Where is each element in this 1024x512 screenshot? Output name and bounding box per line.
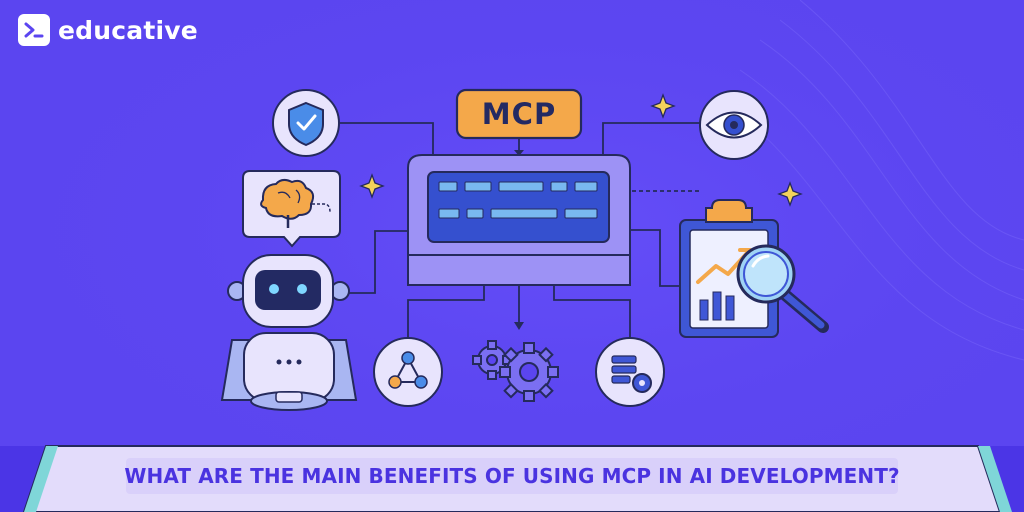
network-graph-icon <box>373 337 443 407</box>
mcp-server <box>407 154 631 286</box>
database-gear-icon <box>595 337 665 407</box>
eye-icon <box>699 90 769 160</box>
brand-logo[interactable]: educative <box>18 14 198 46</box>
page-title: WHAT ARE THE MAIN BENEFITS OF USING MCP … <box>124 464 900 488</box>
terminal-prompt-icon <box>18 14 50 46</box>
title-banner <box>0 445 1024 512</box>
connector-lines <box>340 122 700 352</box>
mcp-label: MCP <box>481 97 557 131</box>
gears-icon <box>472 340 559 402</box>
magnifier-icon <box>736 244 829 333</box>
sparkle-icon <box>359 93 803 207</box>
brand-name: educative <box>58 15 198 45</box>
shield-check-icon <box>272 89 340 157</box>
brain-icon <box>242 170 341 248</box>
mcp-label-box <box>455 88 583 140</box>
background-waves <box>719 0 1024 361</box>
robot-icon <box>220 254 358 411</box>
